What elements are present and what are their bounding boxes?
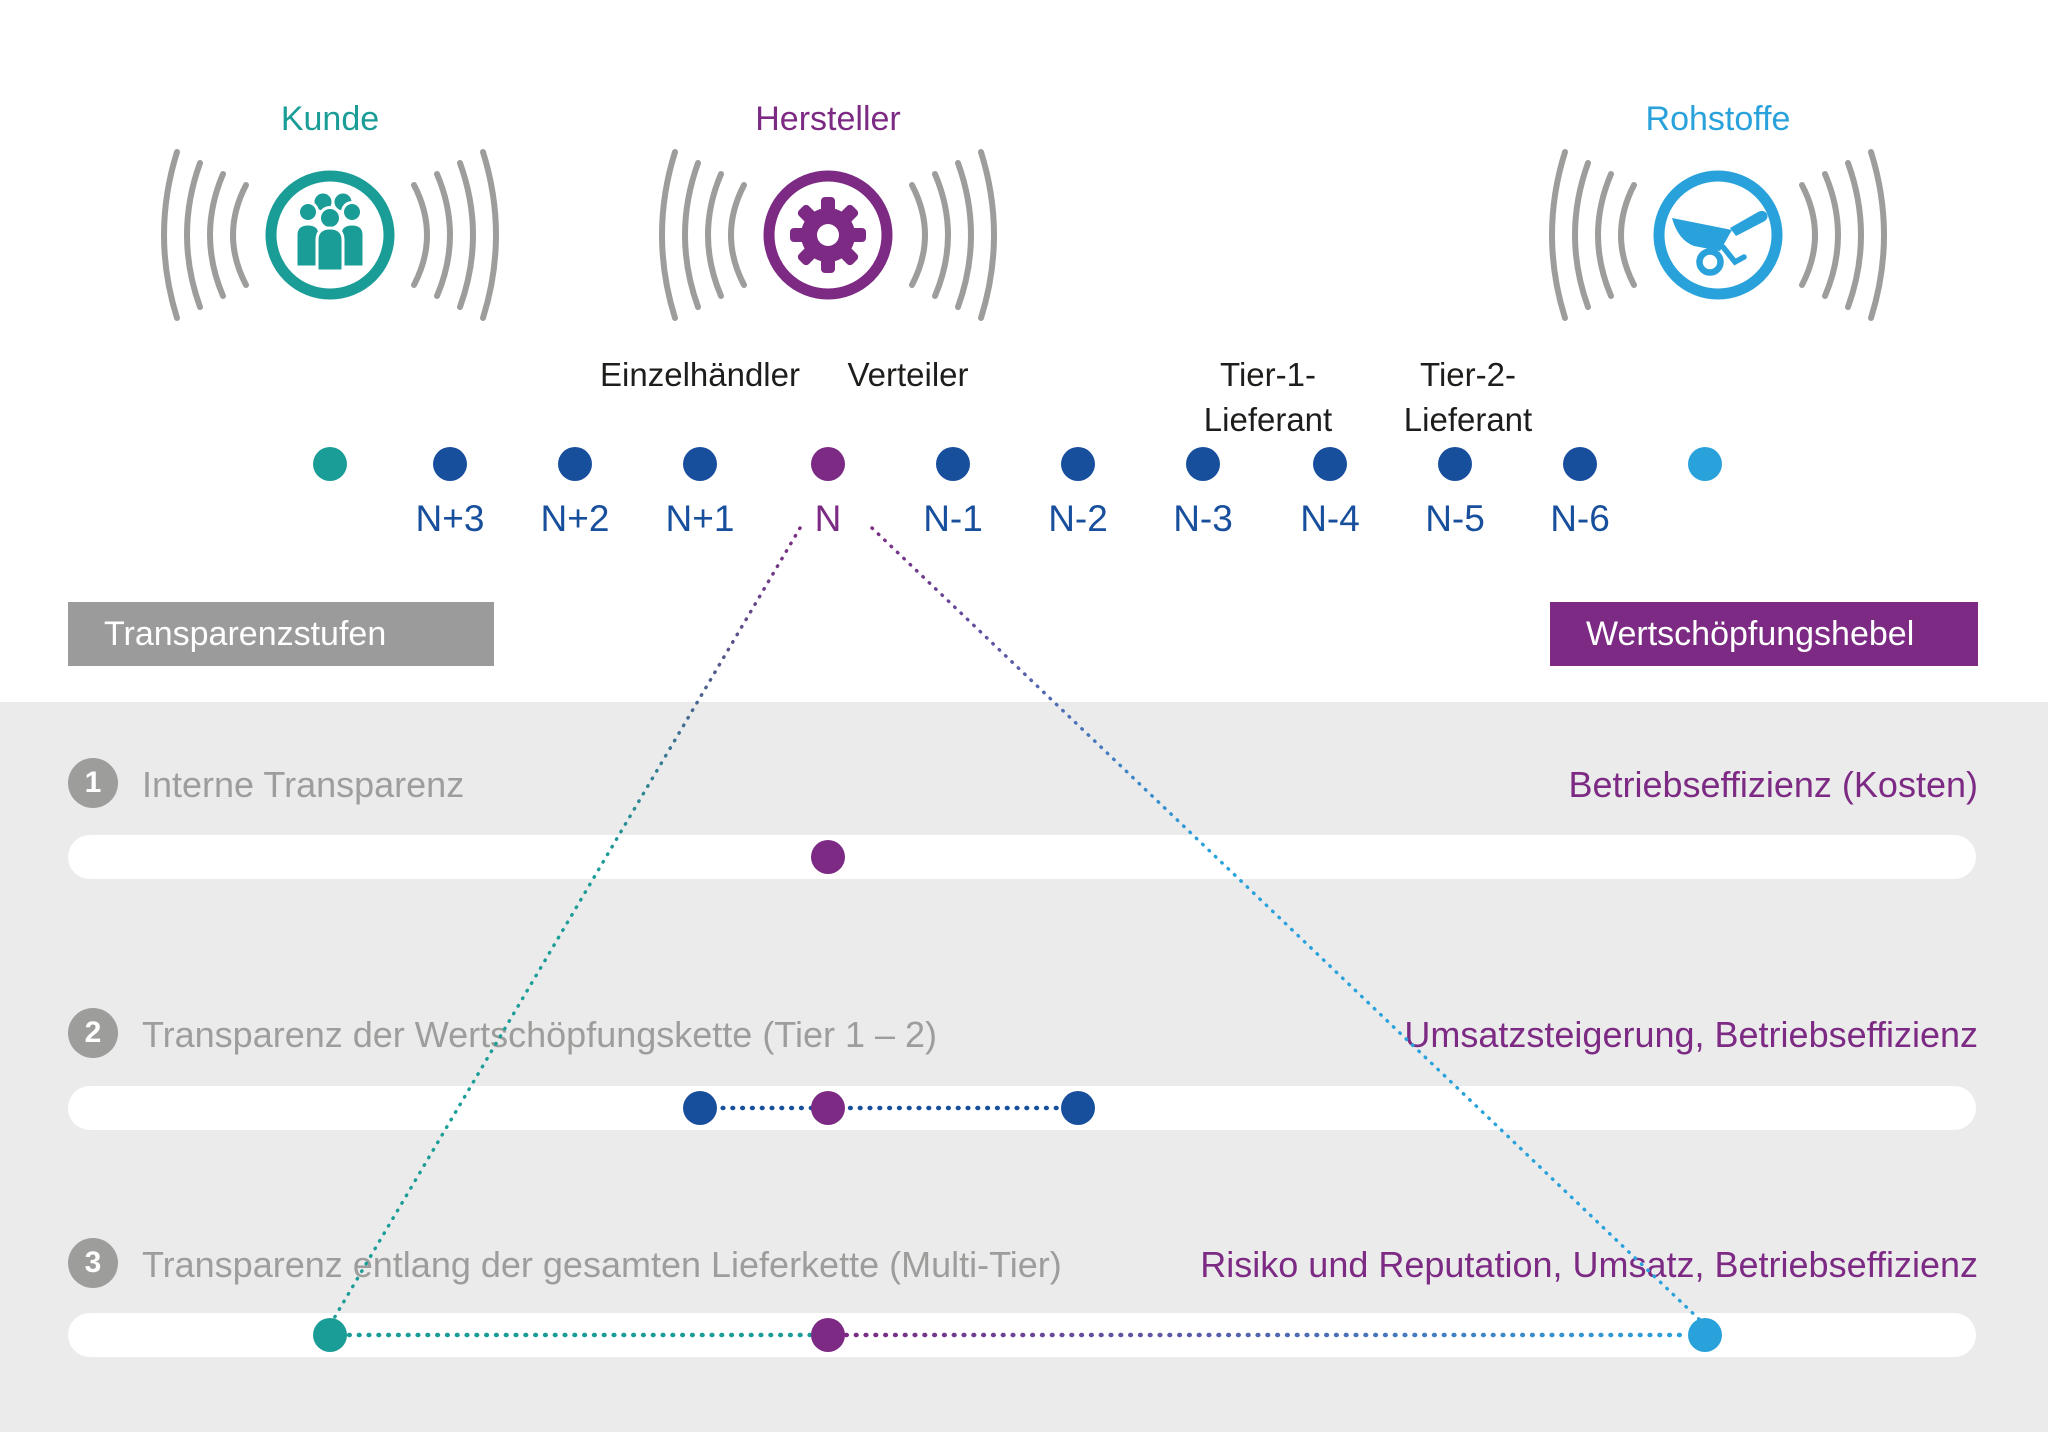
wheelbarrow-icon <box>1518 140 1918 330</box>
tier-label-N-6: N-6 <box>1550 498 1610 539</box>
role-label-tier-2-: Tier-2- Lieferant <box>1403 356 1533 438</box>
node-hersteller-label: Hersteller <box>755 100 901 138</box>
chain-dot-N+1 <box>683 447 717 481</box>
row-1-benefit-label: Betriebseffizienz (Kosten) <box>1568 764 1978 805</box>
people-icon <box>130 140 530 330</box>
chain-dot-N-5 <box>1438 447 1472 481</box>
row-3-marker-light_blue <box>1688 1318 1722 1352</box>
row-3-marker-teal <box>313 1318 347 1352</box>
tier-label-N+2: N+2 <box>540 498 610 539</box>
node-hersteller: Hersteller <box>628 0 1028 340</box>
row-2-marker-navy <box>1061 1091 1095 1125</box>
row-2-title: Transparenz der Wertschöpfungskette (Tie… <box>142 1014 938 1055</box>
node-kunde-label: Kunde <box>280 100 380 138</box>
transparency-levels-banner: Transparenzstufen <box>68 602 494 666</box>
chain-dot-N-2 <box>1061 447 1095 481</box>
chain-dot-N+2 <box>558 447 592 481</box>
transparency-levels-banner-label: Transparenzstufen <box>104 614 387 653</box>
row-1-track <box>68 835 1976 879</box>
tier-label-N-3: N-3 <box>1173 498 1233 539</box>
row-1-number-badge: 1 <box>68 758 118 808</box>
node-rohstoffe-label: Rohstoffe <box>1645 100 1791 138</box>
chain-dot-N-1 <box>936 447 970 481</box>
node-kunde: Kunde <box>130 0 530 340</box>
chain-dot-light_blue <box>1688 447 1722 481</box>
value-levers-banner: Wertschöpfungshebel <box>1550 602 1978 666</box>
tier-label-N+3: N+3 <box>415 498 485 539</box>
role-label-einzelhändler: Einzelhändler <box>600 356 800 393</box>
chain-dot-N+3 <box>433 447 467 481</box>
row-3-number-badge: 3 <box>68 1238 118 1288</box>
tier-label-N-2: N-2 <box>1048 498 1108 539</box>
tier-label-N: N <box>814 498 842 539</box>
row-2-marker-purple <box>811 1091 845 1125</box>
chain-dot-N <box>811 447 845 481</box>
tier-label-N+1: N+1 <box>665 498 735 539</box>
node-rohstoffe: Rohstoffe <box>1518 0 1918 340</box>
row-2-benefit-label: Umsatzsteigerung, Betriebseffizienz <box>1404 1014 1978 1055</box>
row-2-marker-navy <box>683 1091 717 1125</box>
tier-label-N-5: N-5 <box>1425 498 1485 539</box>
role-label-tier-1-: Tier-1- Lieferant <box>1203 356 1333 438</box>
chain-dot-N-6 <box>1563 447 1597 481</box>
row-1-marker-purple <box>811 840 845 874</box>
chain-dot-N-3 <box>1186 447 1220 481</box>
row-3-title: Transparenz entlang der gesamten Lieferk… <box>142 1244 1062 1285</box>
row-3-marker-purple <box>811 1318 845 1352</box>
tier-label-N-1: N-1 <box>923 498 983 539</box>
value-levers-banner-label: Wertschöpfungshebel <box>1586 614 1915 653</box>
gear-icon <box>628 140 1028 330</box>
chain-dot-teal <box>313 447 347 481</box>
tier-label-N-4: N-4 <box>1300 498 1360 539</box>
row-1-title: Interne Transparenz <box>142 764 465 805</box>
row-2-number-badge: 2 <box>68 1008 118 1058</box>
row-2-track <box>68 1086 1976 1130</box>
row-3-benefit-label: Risiko und Reputation, Umsatz, Betriebse… <box>1200 1244 1978 1285</box>
role-label-verteiler: Verteiler <box>847 356 969 393</box>
chain-dot-N-4 <box>1313 447 1347 481</box>
